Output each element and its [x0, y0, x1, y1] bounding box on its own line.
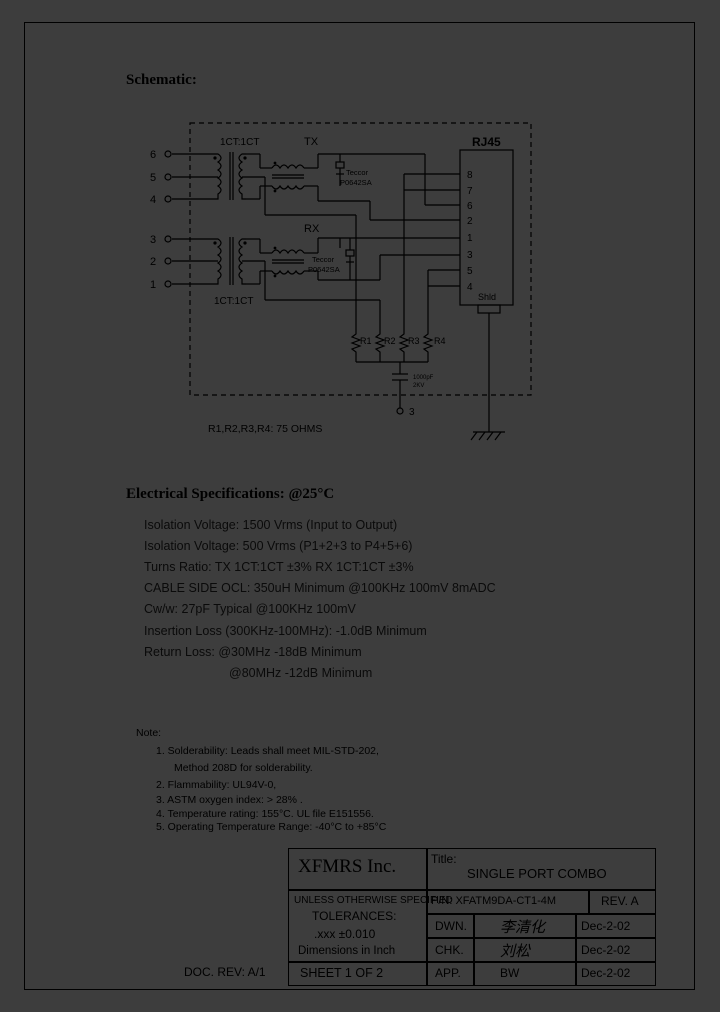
spec-line: CABLE SIDE OCL: 350uH Minimum @100KHz 10… [144, 581, 496, 595]
rj45-pin-label: 7 [467, 186, 473, 197]
spec-line: Isolation Voltage: 500 Vrms (P1+2+3 to P… [144, 539, 413, 553]
resistor-label: R3 [408, 336, 420, 346]
resistor-label: R1 [360, 336, 372, 346]
tolerance-value: .xxx ±0.010 [314, 927, 376, 941]
revision: REV. A [601, 894, 639, 908]
checked-signature: 刘松 [500, 942, 531, 960]
note-item: 4. Temperature rating: 155°C. UL file E1… [156, 808, 374, 820]
note-item: 3. ASTM oxygen index: > 28% . [156, 794, 303, 806]
schematic-heading: Schematic: [126, 72, 197, 88]
note-item: 1. Solderability: Leads shall meet MIL-S… [156, 745, 379, 757]
drawn-label: DWN. [435, 919, 467, 933]
ratio-top-label: 1CT:1CT [220, 137, 259, 148]
rx-label: RX [304, 223, 320, 235]
electrical-heading: Electrical Specifications: @25°C [126, 486, 335, 502]
drawn-signature: 李清化 [500, 918, 546, 936]
rj45-pin-label: 8 [467, 170, 473, 181]
teccor-tx-label: Teccor [346, 168, 369, 177]
rj45-pin-label: 4 [467, 282, 473, 293]
approved-label: APP. [435, 966, 461, 980]
ground-pin-label: 3 [409, 407, 415, 418]
ratio-bottom-label: 1CT:1CT [214, 296, 253, 307]
note-item: 2. Flammability: UL94V-0, [156, 779, 277, 791]
tolerances-label: TOLERANCES: [312, 909, 397, 923]
resistor-label: R4 [434, 336, 446, 346]
approved-by: BW [500, 966, 520, 980]
rj45-pin-label: 2 [467, 216, 473, 227]
sheet-number: SHEET 1 OF 2 [300, 966, 384, 980]
checked-label: CHK. [435, 943, 464, 957]
note-item: 5. Operating Temperature Range: -40°C to… [156, 821, 387, 833]
tx-label: TX [304, 136, 319, 148]
notes-heading: Note: [136, 727, 162, 739]
rj45-shield-label: Shld [478, 292, 496, 302]
title-value: SINGLE PORT COMBO [467, 866, 607, 881]
part-number: P/N: XFATM9DA-CT1-4M [431, 895, 557, 907]
cap-voltage: 2KV [413, 383, 424, 389]
left-pin-label: 3 [150, 234, 156, 246]
spec-line: Return Loss: @30MHz -18dB Minimum [144, 645, 362, 659]
drawing-sheet [24, 22, 695, 990]
resistor-note: R1,R2,R3,R4: 75 OHMS [208, 423, 323, 435]
company-name: XFMRS Inc. [298, 856, 397, 877]
left-pin-label: 6 [150, 149, 156, 161]
spec-line: Isolation Voltage: 1500 Vrms (Input to O… [144, 518, 398, 532]
checked-date: Dec-2-02 [581, 943, 631, 957]
teccor-rx-part: P0642SA [308, 265, 340, 274]
left-pin-label: 5 [150, 172, 156, 184]
approved-date: Dec-2-02 [581, 966, 631, 980]
rj45-shield-tab [477, 304, 501, 314]
unless-specified: UNLESS OTHERWISE SPECIFIED [294, 895, 453, 906]
cap-value: 1000pF [413, 375, 434, 381]
spec-line: @80MHz -12dB Minimum [229, 666, 373, 680]
drawn-date: Dec-2-02 [581, 919, 631, 933]
spec-line: Insertion Loss (300KHz-100MHz): -1.0dB M… [144, 624, 427, 638]
left-pin-label: 4 [150, 194, 156, 206]
teccor-tx-part: P0642SA [340, 178, 372, 187]
left-pin-label: 2 [150, 256, 156, 268]
rj45-pin-label: 5 [467, 266, 473, 277]
module-enclosure [189, 122, 532, 396]
resistor-label: R2 [384, 336, 396, 346]
title-label: Title: [431, 852, 457, 866]
left-pin-label: 1 [150, 279, 156, 291]
doc-revision: DOC. REV: A/1 [184, 965, 266, 979]
rj45-pin-label: 3 [467, 250, 473, 261]
note-item: Method 208D for solderability. [174, 762, 313, 774]
teccor-rx-label: Teccor [312, 255, 335, 264]
spec-line: Cw/w: 27pF Typical @100KHz 100mV [144, 602, 356, 616]
dimensions-unit: Dimensions in Inch [298, 945, 396, 957]
rj45-pin-label: 6 [467, 201, 473, 212]
schematic-diagram: RJ45 TX RX 1CT:1CT 1CT:1CT 6 5 4 3 2 1 8… [150, 122, 532, 441]
rj45-label: RJ45 [472, 135, 501, 149]
spec-line: Turns Ratio: TX 1CT:1CT ±3% RX 1CT:1CT ±… [144, 560, 414, 574]
rj45-pin-label: 1 [467, 233, 473, 244]
